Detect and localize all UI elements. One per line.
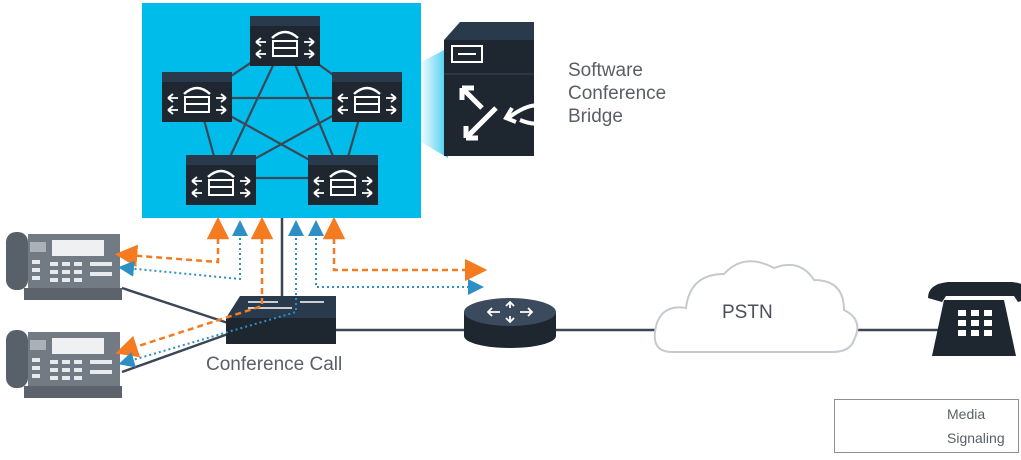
pstn-label: PSTN [722, 302, 773, 323]
telephone-icon [928, 282, 1021, 356]
legend-signaling-label: Signaling [947, 430, 1005, 446]
bridge-label: Software Conference Bridge [568, 59, 666, 128]
ip-phone-icon [6, 232, 122, 302]
call-manager-icon [306, 153, 380, 207]
bridge-glow [421, 48, 448, 158]
call-manager-icon [184, 153, 258, 207]
bridge-label-line: Bridge [568, 106, 623, 127]
call-manager-icon [160, 70, 234, 124]
switch-icon [226, 296, 336, 344]
conference-call-label: Conference Call [206, 354, 343, 375]
bridge-label-line: Software [568, 60, 643, 81]
media-flows [118, 220, 484, 368]
call-manager-icon [330, 70, 404, 124]
bridge-label-line: Conference [568, 83, 667, 104]
ip-phone-icon [6, 330, 122, 400]
cloud-icon [653, 260, 859, 353]
legend: Media Signaling [834, 399, 1019, 453]
conference-bridge-icon [444, 22, 553, 156]
router-icon [464, 298, 556, 348]
call-manager-icon [248, 14, 322, 68]
legend-media-label: Media [947, 406, 986, 422]
